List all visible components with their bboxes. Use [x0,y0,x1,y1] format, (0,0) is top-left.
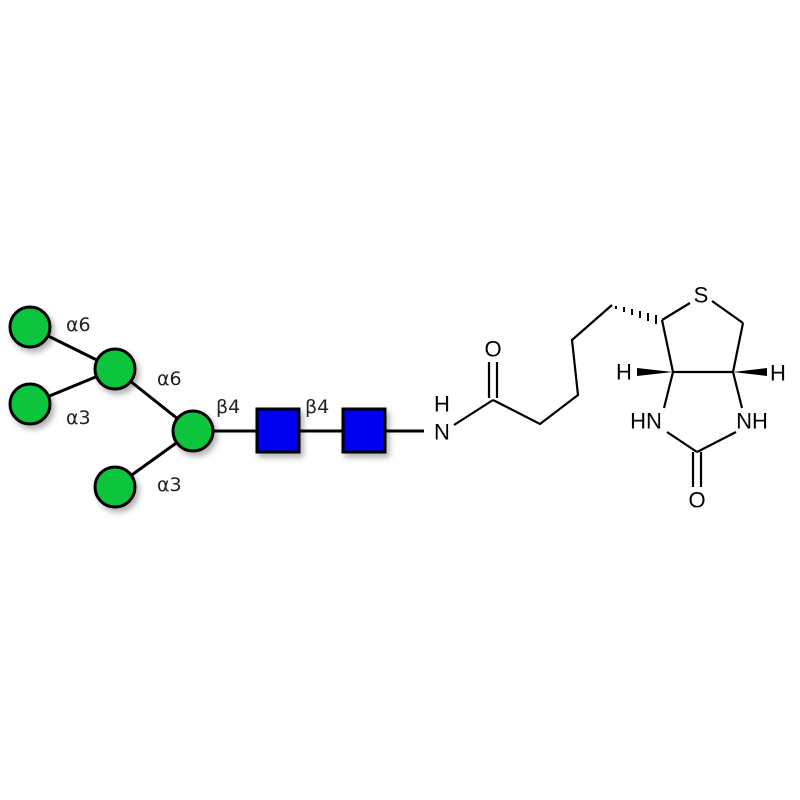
atom-label: H [434,392,450,417]
atom-label: HN [630,409,662,434]
mannose-circle [171,409,215,453]
linkage-label: β4 [305,396,329,418]
atom-label: O [688,488,705,513]
mannose-circle [8,305,52,349]
mannose-circle [8,382,52,426]
glcnac-residues [255,407,387,454]
mannose-circle [93,347,137,391]
linkage-label: α6 [66,314,91,336]
linkage-label: α3 [157,474,182,496]
mannose-circle [93,465,137,509]
atom-label: O [484,337,501,362]
biotin-atoms: N H O S H H HN NH O [434,283,786,513]
linkage-label: α6 [157,368,182,390]
linkage-label: β4 [216,396,240,418]
atom-label: H [616,360,632,385]
wedge-bond [733,368,767,376]
biotin-bonds [453,300,767,487]
atom-label: NH [736,409,768,434]
atom-label: N [434,420,450,445]
linkage-labels: α6 α3 α6 α3 β4 β4 [66,314,329,496]
glcnac-square [341,407,387,454]
mannose-residues [8,305,215,509]
glcnac-square [255,407,301,454]
wedge-bond [637,368,673,376]
linkage-label: α3 [66,407,91,429]
atom-label: S [694,283,709,308]
hashed-wedge [615,306,657,324]
atom-label: H [770,361,786,386]
